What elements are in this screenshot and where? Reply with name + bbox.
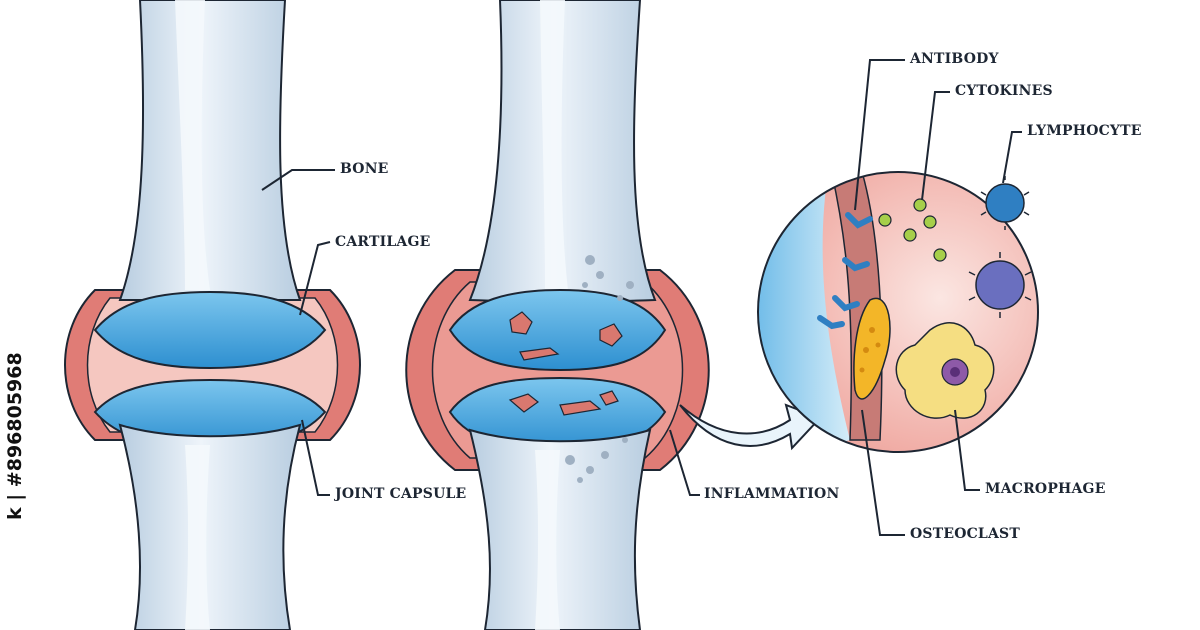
leader-lines — [261, 59, 1022, 536]
healthy-joint — [64, 0, 361, 630]
lymphocyte-cell — [980, 176, 1030, 230]
label-bone: BONE — [340, 161, 389, 177]
stock-id-text: k | #896805968 — [4, 352, 26, 520]
label-cartilage: CARTILAGE — [335, 234, 431, 250]
label-antibody: ANTIBODY — [910, 51, 999, 67]
magnified-view — [757, 171, 1039, 453]
label-macrophage: MACROPHAGE — [985, 481, 1106, 497]
inflamed-joint — [405, 0, 822, 630]
label-inflammation: INFLAMMATION — [704, 486, 840, 502]
label-cytokines: CYTOKINES — [955, 83, 1053, 99]
label-lymphocyte: LYMPHOCYTE — [1027, 123, 1142, 139]
macrophage-cell — [895, 322, 995, 419]
label-joint-capsule: JOINT CAPSULE — [335, 486, 467, 502]
label-osteoclast: OSTEOCLAST — [910, 526, 1020, 542]
